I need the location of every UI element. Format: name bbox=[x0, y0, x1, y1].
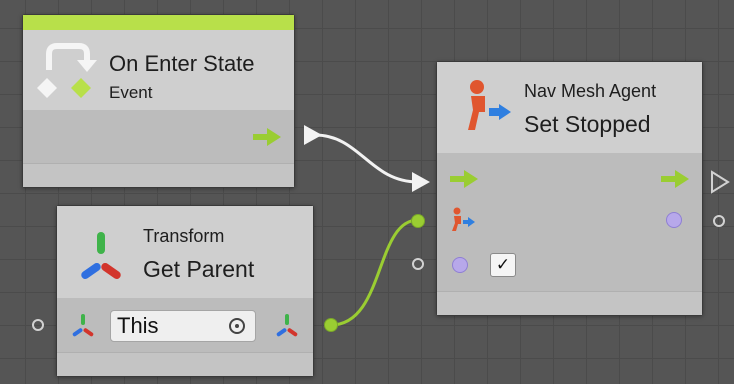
transform-object-value: This bbox=[117, 313, 159, 338]
event-node-header: On Enter State Event bbox=[23, 30, 294, 110]
set-stopped-flow-out-port[interactable] bbox=[710, 170, 730, 194]
set-stopped-node-body: ✓ bbox=[437, 153, 702, 293]
get-parent-node-header: Transform Get Parent bbox=[57, 206, 313, 298]
agent-out-port-outer[interactable] bbox=[713, 215, 725, 227]
event-node-body bbox=[23, 110, 294, 165]
on-enter-state-node[interactable]: On Enter State Event bbox=[22, 14, 295, 188]
flow-connection-wire bbox=[314, 133, 419, 184]
set-stopped-node-header: Nav Mesh Agent Set Stopped bbox=[437, 62, 702, 153]
transform-object-field[interactable]: This bbox=[110, 310, 256, 342]
get-parent-node-footer bbox=[57, 352, 313, 376]
transform-output-icon bbox=[276, 314, 298, 337]
set-stopped-title: Set Stopped bbox=[524, 111, 651, 137]
set-stopped-flow-in-port[interactable] bbox=[410, 170, 432, 194]
set-stopped-category: Nav Mesh Agent bbox=[524, 81, 657, 101]
event-accent-bar bbox=[23, 15, 294, 30]
transform-value-in-port[interactable] bbox=[32, 319, 44, 331]
nav-mesh-agent-icon bbox=[468, 80, 511, 130]
event-node-title: On Enter State bbox=[109, 51, 255, 76]
get-parent-node[interactable]: Transform Get Parent This bbox=[56, 205, 314, 377]
agent-output-port[interactable] bbox=[666, 212, 682, 228]
object-picker-icon[interactable] bbox=[229, 318, 245, 334]
event-node-footer bbox=[23, 163, 294, 187]
flow-output-arrow-icon[interactable] bbox=[661, 169, 691, 189]
get-parent-title: Get Parent bbox=[143, 256, 255, 282]
event-flow-out-port[interactable] bbox=[302, 123, 324, 147]
value-connection-wire bbox=[330, 218, 419, 327]
get-parent-category: Transform bbox=[143, 226, 225, 246]
stopped-input-port[interactable] bbox=[452, 257, 468, 273]
transform-input-icon bbox=[72, 314, 94, 337]
get-parent-node-body: This bbox=[57, 298, 313, 354]
agent-input-icon bbox=[452, 207, 475, 231]
flow-output-arrow-icon bbox=[253, 128, 281, 146]
stopped-value-port[interactable] bbox=[412, 258, 424, 270]
enter-state-event-icon bbox=[37, 43, 97, 98]
event-node-subtitle: Event bbox=[109, 83, 153, 102]
is-stopped-checkbox[interactable]: ✓ bbox=[490, 253, 516, 277]
transform-value-out-port[interactable] bbox=[324, 318, 338, 332]
flow-input-arrow-icon[interactable] bbox=[450, 169, 480, 189]
set-stopped-node[interactable]: Nav Mesh Agent Set Stopped ✓ bbox=[436, 61, 703, 316]
agent-input-port[interactable] bbox=[411, 214, 425, 228]
transform-icon bbox=[81, 232, 121, 280]
set-stopped-node-footer bbox=[437, 291, 702, 315]
